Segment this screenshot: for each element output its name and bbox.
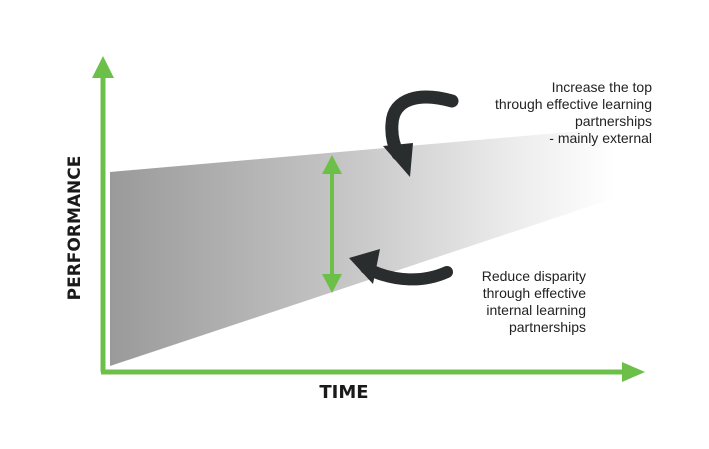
increase-top-curved-arrow: [383, 90, 459, 177]
top-annotation-line-2: through effective learning: [495, 96, 652, 112]
bottom-annotation: Reduce disparity through effective inter…: [482, 268, 586, 335]
top-annotation: Increase the top through effective learn…: [495, 79, 652, 146]
reduce-disparity-curved-arrow: [349, 249, 453, 286]
y-axis-arrow: [92, 56, 114, 372]
disparity-double-arrow: [322, 155, 342, 293]
bottom-annotation-line-4: partnerships: [509, 319, 586, 335]
y-axis-label: PERFORMANCE: [65, 156, 85, 301]
x-axis-label: TIME: [319, 382, 368, 403]
bottom-annotation-line-3: internal learning: [486, 302, 586, 318]
top-annotation-line-4: - mainly external: [549, 130, 652, 146]
performance-band: [110, 128, 615, 366]
bottom-annotation-line-1: Reduce disparity: [482, 268, 586, 284]
top-annotation-line-3: partnerships: [575, 113, 652, 129]
bottom-annotation-line-2: through effective: [483, 285, 586, 301]
top-annotation-line-1: Increase the top: [552, 79, 653, 95]
x-axis-arrow: [101, 362, 645, 382]
